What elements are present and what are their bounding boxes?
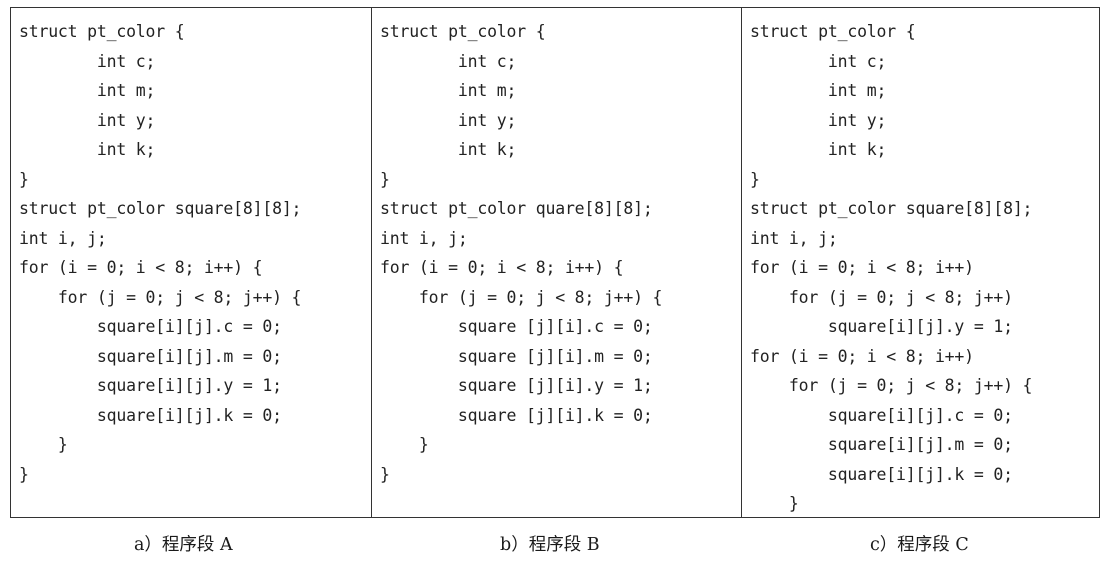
code-line: for (i = 0; i < 8; i++) <box>750 346 974 366</box>
code-line: square[i][j].m = 0; <box>19 346 282 366</box>
code-line: int c; <box>380 51 517 71</box>
code-line: square [j][i].k = 0; <box>380 405 653 425</box>
code-line: square[i][j].y = 1; <box>19 376 282 395</box>
code-line: int k; <box>380 140 517 159</box>
code-line: } <box>19 435 68 454</box>
code-line: int c; <box>19 51 156 71</box>
code-line: square[i][j].y = 1; <box>750 317 1013 336</box>
code-line: for (i = 0; i < 8; i++) { <box>380 258 624 277</box>
code-line: int m; <box>380 81 517 100</box>
code-line: struct pt_color { <box>750 22 916 41</box>
code-line: } <box>380 464 390 484</box>
code-line: for (j = 0; j < 8; j++) { <box>380 287 663 307</box>
code-line: square [j][i].y = 1; <box>380 376 653 395</box>
code-line: struct pt_color { <box>19 22 185 41</box>
code-line: for (j = 0; j < 8; j++) { <box>750 376 1033 395</box>
code-line: } <box>750 494 799 513</box>
code-line: for (i = 0; i < 8; i++) { <box>19 258 263 277</box>
code-line: for (i = 0; i < 8; i++) <box>750 258 974 277</box>
code-line: square[i][j].c = 0; <box>750 405 1013 425</box>
code-line: square[i][j].k = 0; <box>19 405 282 425</box>
code-line: int i, j; <box>19 228 107 248</box>
code-line: square[i][j].m = 0; <box>750 435 1013 454</box>
code-cell-b: struct pt_color { int c; int m; int y; i… <box>371 8 741 517</box>
code-line: int m; <box>19 81 156 100</box>
code-line: struct pt_color quare[8][8]; <box>380 199 653 218</box>
code-listing-b: struct pt_color { int c; int m; int y; i… <box>380 17 662 489</box>
code-line: int i, j; <box>750 228 838 248</box>
caption-segment-b: b）程序段 B <box>500 535 600 555</box>
code-cell-c: struct pt_color { int c; int m; int y; i… <box>741 8 1099 517</box>
code-line: } <box>19 464 29 484</box>
code-line: int k; <box>19 140 156 159</box>
code-line: struct pt_color { <box>380 22 546 41</box>
code-line: int y; <box>380 110 517 130</box>
code-line: int c; <box>750 51 887 71</box>
code-line: struct pt_color square[8][8]; <box>750 199 1033 218</box>
caption-segment-a: a）程序段 A <box>134 535 233 555</box>
code-listing-a: struct pt_color { int c; int m; int y; i… <box>19 17 301 489</box>
code-line: for (j = 0; j < 8; j++) { <box>19 287 302 307</box>
code-line: } <box>380 435 429 454</box>
code-line: square[i][j].k = 0; <box>750 464 1013 484</box>
code-line: square [j][i].c = 0; <box>380 317 653 336</box>
code-comparison-table: struct pt_color { int c; int m; int y; i… <box>10 7 1100 518</box>
code-line: int y; <box>750 110 887 130</box>
code-cell-a: struct pt_color { int c; int m; int y; i… <box>11 8 371 517</box>
code-line: } <box>380 169 390 189</box>
code-listing-c: struct pt_color { int c; int m; int y; i… <box>750 17 1032 519</box>
code-line: } <box>750 169 760 189</box>
code-line: int y; <box>19 110 156 130</box>
code-line: for (j = 0; j < 8; j++) <box>750 287 1013 307</box>
code-line: struct pt_color square[8][8]; <box>19 199 302 218</box>
code-line: square [j][i].m = 0; <box>380 346 653 366</box>
code-line: int m; <box>750 81 887 100</box>
caption-segment-c: c）程序段 C <box>870 535 969 555</box>
code-line: int i, j; <box>380 228 468 248</box>
code-line: square[i][j].c = 0; <box>19 317 282 336</box>
code-line: int k; <box>750 140 887 159</box>
code-line: } <box>19 169 29 189</box>
